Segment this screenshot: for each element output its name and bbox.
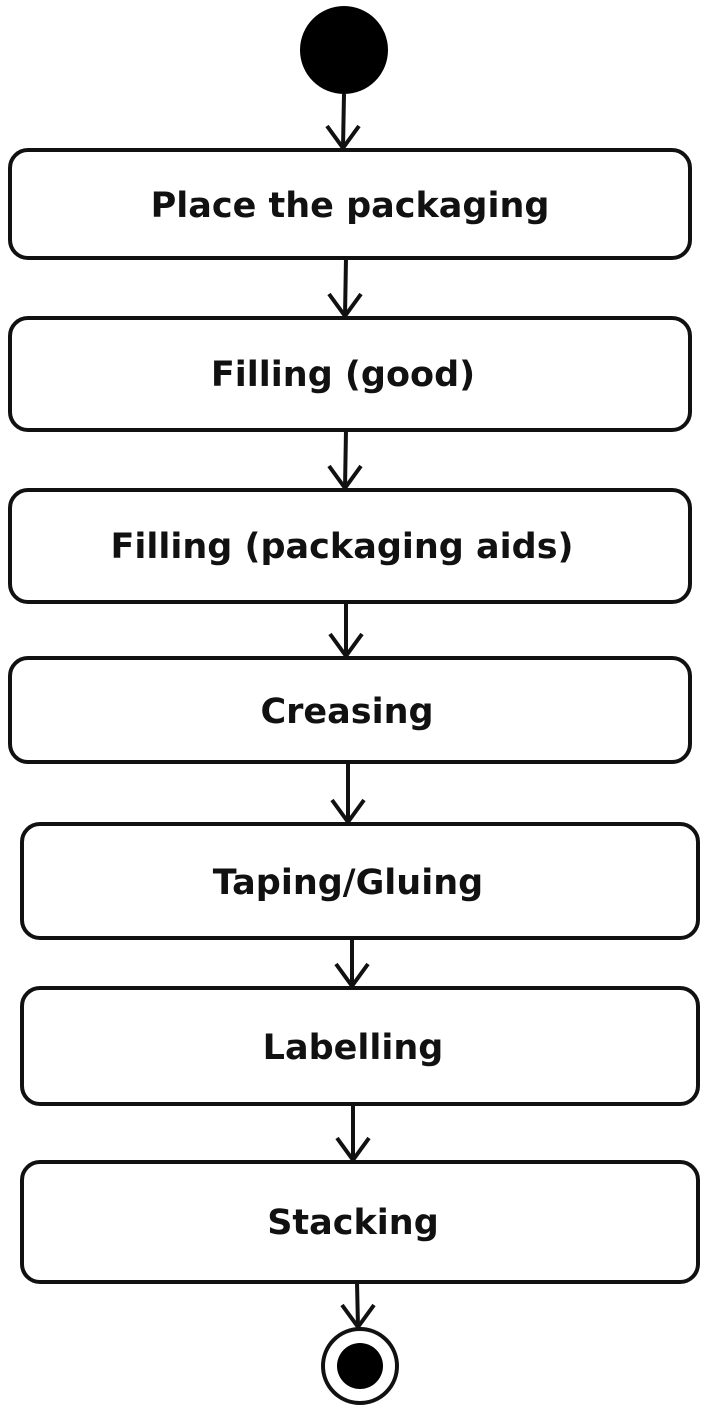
flow-arrow xyxy=(328,602,364,660)
step-taping-gluing: Taping/Gluing xyxy=(20,822,700,940)
step-labelling: Labelling xyxy=(20,986,700,1106)
flow-arrow xyxy=(340,1281,376,1331)
flow-arrow xyxy=(330,762,366,826)
step-label: Filling (good) xyxy=(211,355,475,395)
flow-arrow xyxy=(327,429,363,492)
steps-layer: Place the packaging Filling (good) Filli… xyxy=(8,148,700,1284)
flow-arrow xyxy=(327,257,363,320)
initial-node xyxy=(300,6,388,94)
flow-arrow xyxy=(335,1104,371,1164)
final-node-core xyxy=(337,1343,383,1389)
step-label: Filling (packaging aids) xyxy=(110,527,573,567)
step-filling-good: Filling (good) xyxy=(8,316,692,432)
step-creasing: Creasing xyxy=(8,656,692,764)
step-label: Creasing xyxy=(260,692,433,732)
step-label: Labelling xyxy=(263,1028,444,1068)
flow-arrow xyxy=(325,93,361,152)
step-stacking: Stacking xyxy=(20,1160,700,1284)
step-label: Stacking xyxy=(267,1203,439,1243)
step-place-the-packaging: Place the packaging xyxy=(8,148,692,260)
final-node xyxy=(321,1327,399,1405)
flow-arrow xyxy=(334,938,370,990)
step-label: Taping/Gluing xyxy=(213,863,483,903)
step-label: Place the packaging xyxy=(151,186,550,226)
step-filling-packaging-aids: Filling (packaging aids) xyxy=(8,488,692,604)
